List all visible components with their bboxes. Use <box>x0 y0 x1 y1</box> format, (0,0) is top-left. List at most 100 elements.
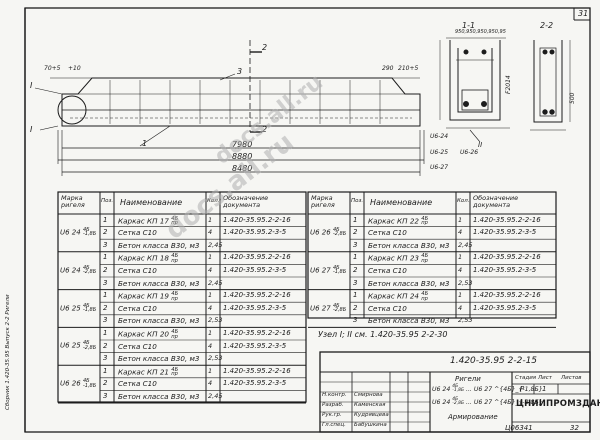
side-stamp: Сборник 1.420-35.95 Выпуск 2-2 Ригели <box>5 294 11 410</box>
left-row-pos: 2 <box>103 303 108 312</box>
stamp-role: Разраб. <box>322 402 344 408</box>
right-row-name: Сетка С10 <box>368 228 407 238</box>
left-row-qty: 1 <box>208 366 213 375</box>
right-row-pos: 3 <box>353 316 358 325</box>
left-row-pos: 3 <box>103 316 108 325</box>
right-table-grid <box>307 191 557 319</box>
section-title-2-2: 2-2 <box>540 21 554 30</box>
left-row-name: Сетка С10 <box>118 265 157 275</box>
right-row-pos: 2 <box>353 303 358 312</box>
right-row-pos: 2 <box>353 265 358 274</box>
sheet-value: 1 <box>542 385 547 393</box>
right-row-doc: 1.420-35.95.2-3-5 <box>473 228 537 237</box>
stamp-role: Н.контр. <box>322 392 347 398</box>
right-row-qty: 4 <box>458 265 463 274</box>
right-row-name: Сетка С10 <box>368 303 407 313</box>
left-row-pos: 2 <box>103 379 108 388</box>
left-mark-label: U6 25 4Б-2,8Б <box>60 340 97 351</box>
left-header-name: Наименование <box>120 198 183 207</box>
beam-elevation <box>34 40 425 176</box>
left-row-name: Сетка С10 <box>118 228 157 238</box>
right-row-pos: 1 <box>353 215 358 224</box>
node-ii-marker: II <box>478 141 483 149</box>
section-mark-27: U6-27 <box>430 164 449 171</box>
document-code: 1.420-35.95 2-2-15 <box>450 356 538 366</box>
right-header-qty: Кол. <box>457 198 470 204</box>
right-row-pos: 3 <box>353 278 358 287</box>
right-mark-label: U6 26 4Б-2,8Б <box>310 226 347 238</box>
left-row-qty: 2,45 <box>208 391 223 400</box>
section-1-1 <box>439 37 510 143</box>
left-row-qty: 4 <box>208 341 213 350</box>
left-row-pos: 1 <box>103 215 108 224</box>
left-row-qty: 2,45 <box>208 278 223 287</box>
left-row-qty: 1 <box>208 328 213 337</box>
left-row-name: Бетон класса В30, м3 <box>118 278 200 288</box>
right-row-doc: 1.420-35.95.2-2-16 <box>473 253 541 262</box>
left-row-pos: 3 <box>103 391 108 400</box>
right-header-doc: Обозначение документа <box>473 194 519 210</box>
left-row-name: Сетка С10 <box>118 341 157 351</box>
inventory-number: Ц06341 <box>505 424 533 432</box>
left-row-name: Сетка С10 <box>118 379 157 389</box>
left-row-doc: 1.420-35.95.2-3-5 <box>223 228 287 237</box>
right-row-doc: 1.420-35.95.2-2-16 <box>473 291 541 300</box>
dim-right-offset: 210+5 <box>398 65 419 72</box>
dim-8480: 8480 <box>232 164 253 173</box>
right-row-pos: 3 <box>353 240 358 249</box>
left-row-qty: 2,53 <box>208 316 223 325</box>
position-3-marker: 3 <box>237 67 243 76</box>
stamp-role: Гл.спец. <box>322 422 346 428</box>
left-row-name: Бетон класса В30, м3 <box>118 354 200 364</box>
right-row-pos: 1 <box>353 291 358 300</box>
right-row-doc: 1.420-35.95.2-2-16 <box>473 215 541 224</box>
page-number: 31 <box>578 9 589 18</box>
dim-right-290: 290 <box>382 65 394 72</box>
left-row-doc: 1.420-35.95.2-2-16 <box>223 215 291 224</box>
left-row-doc: 1.420-35.95.2-2-16 <box>223 253 291 262</box>
node-reference: Узел I; II см. 1.420-35.95 2-2-30 <box>318 330 448 339</box>
left-row-qty: 2,53 <box>208 354 223 363</box>
right-row-pos: 1 <box>353 253 358 262</box>
stamp-title-3: U6 24 4Б-2,8Б ... U6 27 ^{4Б}_{-2,8Б} <box>432 397 543 407</box>
right-row-qty: 2,45 <box>458 240 473 249</box>
section-height-label: 500 <box>569 92 576 104</box>
left-row-doc: 1.420-35.95.2-3-5 <box>223 341 287 350</box>
right-header-name: Наименование <box>370 198 433 207</box>
sheets-header: Листов <box>561 375 582 381</box>
right-row-name: Бетон класса В30, м3 <box>368 278 450 288</box>
right-row-qty: 4 <box>458 228 463 237</box>
left-table-grid <box>57 191 307 403</box>
dim-left-tol: +10 <box>68 65 81 72</box>
node-i-marker: I <box>30 81 33 90</box>
right-row-qty: 2,53 <box>458 278 473 287</box>
stamp-name: Кудрявцева <box>354 412 389 418</box>
left-row-qty: 4 <box>208 265 213 274</box>
title-block-grid <box>319 351 591 433</box>
right-row-name: Бетон класса В30, м3 <box>368 316 450 326</box>
stamp-name: Смирнова <box>354 392 383 398</box>
left-row-pos: 1 <box>103 366 108 375</box>
dim-8880: 8880 <box>232 152 253 161</box>
left-row-pos: 1 <box>103 253 108 262</box>
left-header-pos: Поз. <box>101 198 114 204</box>
dim-left-offset: 70+5 <box>44 65 61 72</box>
organization: ЦНИИПРОМЗДАНИЙ <box>516 399 600 409</box>
left-row-qty: 1 <box>208 215 213 224</box>
left-row-doc: 1.420-35.95.2-3-5 <box>223 265 287 274</box>
left-row-name: Бетон класса В30, м3 <box>118 316 200 326</box>
left-row-doc: 1.420-35.95.2-2-16 <box>223 366 291 375</box>
position-1-marker: 1 <box>142 139 148 148</box>
section-mark-25: U6-25 <box>430 149 449 156</box>
left-row-doc: 1.420-35.95.2-2-16 <box>223 328 291 337</box>
inventory-suffix: 32 <box>570 424 579 432</box>
left-mark-label: U6 24 4Б-1,8Б <box>60 226 97 238</box>
